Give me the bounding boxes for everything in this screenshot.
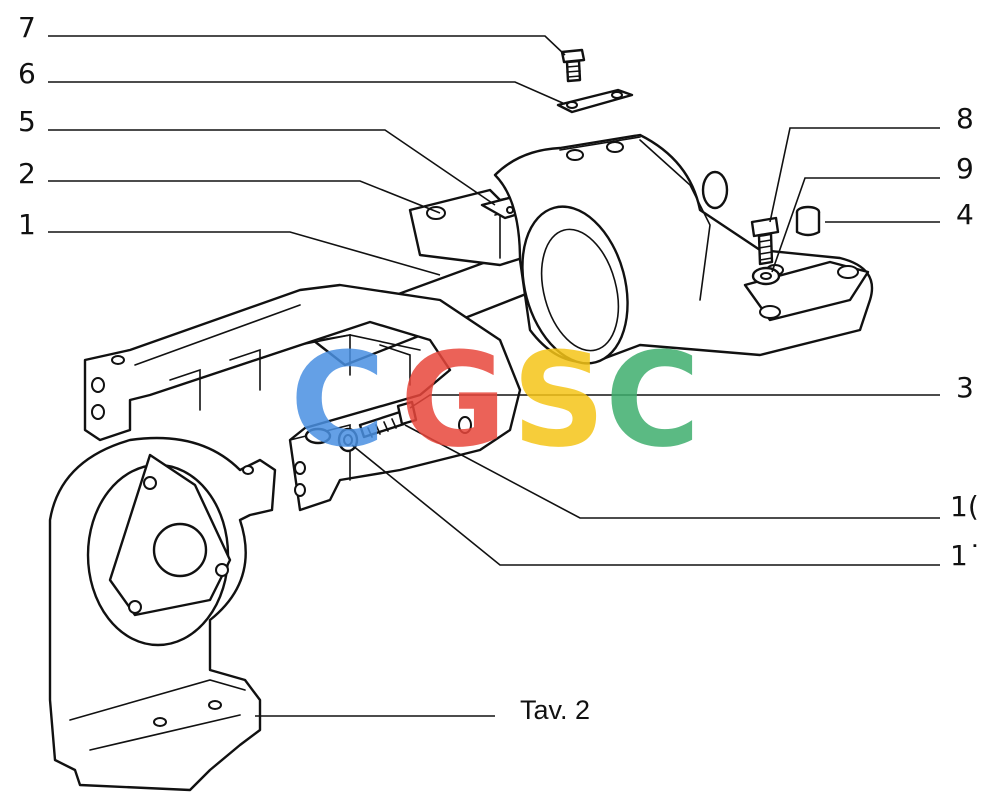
plug-4 xyxy=(795,205,821,237)
callout-5: 5 xyxy=(18,105,36,138)
pillow-block-housing xyxy=(493,133,874,365)
leader-3 xyxy=(409,394,940,409)
leader-10 xyxy=(404,424,940,519)
callout-7: 7 xyxy=(18,11,36,44)
yoke-frame xyxy=(83,283,522,512)
callout-11: 1˙ xyxy=(950,539,982,572)
callout-4: 4 xyxy=(956,198,974,231)
callout-3: 3 xyxy=(956,371,974,404)
support-column xyxy=(48,436,277,792)
leader-9 xyxy=(771,177,940,273)
leader-6 xyxy=(48,81,566,105)
lock-plate-6 xyxy=(556,88,634,114)
table-caption: Tav. 2 xyxy=(520,695,590,725)
callout-labels: 7 6 5 2 1 8 9 4 3 1( 1˙ Tav. 2 xyxy=(18,11,982,725)
leader-5 xyxy=(48,129,496,206)
callout-6: 6 xyxy=(18,57,36,90)
leader-lines xyxy=(48,35,940,717)
bolt-7 xyxy=(560,48,586,83)
assembly-drawing xyxy=(48,48,874,792)
bolt-8 xyxy=(750,216,780,266)
leader-2 xyxy=(48,180,441,214)
callout-10: 1( xyxy=(950,490,979,523)
callout-8: 8 xyxy=(956,102,974,135)
callout-1: 1 xyxy=(18,208,36,241)
watermark-letter-c1: C xyxy=(290,324,385,476)
callout-2: 2 xyxy=(18,157,36,190)
leader-7 xyxy=(48,35,566,56)
washer-9 xyxy=(751,266,781,286)
watermark-letter-c2: C xyxy=(605,324,700,476)
watermark-letter-s: S xyxy=(512,324,606,476)
watermark-letter-g: G xyxy=(400,324,507,476)
leader-11 xyxy=(351,444,940,566)
callout-9: 9 xyxy=(956,152,974,185)
leader-1 xyxy=(48,231,441,276)
watermark-logo: C G S C xyxy=(290,324,700,476)
leader-8 xyxy=(769,127,940,223)
